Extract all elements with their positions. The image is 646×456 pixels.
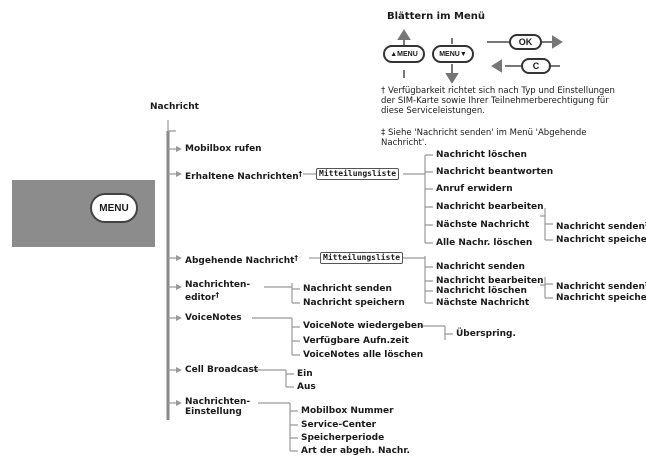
lcd-mitteilungsliste-1: Mitteilungsliste bbox=[316, 168, 400, 180]
einst-item: Speicherperiode bbox=[301, 433, 385, 443]
item-editor-2: editor† bbox=[185, 291, 220, 303]
menu-up-key[interactable]: ▲MENU bbox=[383, 45, 425, 63]
item-mobilbox: Mobilbox rufen bbox=[185, 144, 262, 154]
item-einst-2: Einstellung bbox=[185, 407, 242, 417]
lcd-mitteilungsliste-2: Mitteilungsliste bbox=[320, 252, 404, 264]
ddagger-note: ‡ Siehe 'Nachricht senden' im Menü 'Abge… bbox=[381, 128, 587, 148]
dagger-note: † Verfügbarkeit richtet sich nach Typ un… bbox=[381, 86, 615, 116]
bearbeiten-1-item: Nachricht senden‡ bbox=[556, 220, 646, 232]
item-einst-1: Nachrichten- bbox=[185, 397, 251, 407]
abgehende-item: Nachricht löschen bbox=[436, 286, 527, 296]
voicenotes-item: VoiceNote wiedergeben bbox=[303, 321, 424, 331]
item-editor-1: Nachrichten- bbox=[185, 280, 251, 290]
item-voicenotes: VoiceNotes bbox=[185, 313, 242, 323]
abgehende-item: Nachricht bearbeiten bbox=[436, 276, 544, 286]
menu-key[interactable]: MENU bbox=[90, 193, 138, 223]
item-erhaltene: Erhaltene Nachrichten† bbox=[185, 170, 303, 182]
voicenote-sub-item: Überspring. bbox=[456, 329, 516, 339]
legend-title: Blättern im Menü bbox=[387, 11, 485, 22]
voicenotes-item: Verfügbare Aufn.zeit bbox=[303, 336, 409, 346]
editor-item: Nachricht senden bbox=[303, 284, 392, 294]
erhaltene-item: Alle Nachr. löschen bbox=[436, 238, 533, 248]
erhaltene-item: Nachricht löschen bbox=[436, 150, 527, 160]
root-title: Nachricht bbox=[150, 102, 199, 112]
erhaltene-item: Nachricht beantworten bbox=[436, 167, 554, 177]
ok-key[interactable]: OK bbox=[509, 34, 542, 50]
erhaltene-item: Nachricht bearbeiten bbox=[436, 202, 544, 212]
item-cell: Cell Broadcast bbox=[185, 365, 259, 375]
einst-item: Mobilbox Nummer bbox=[301, 406, 394, 416]
cell-item: Aus bbox=[297, 382, 316, 392]
bearbeiten-2-item: Nachricht senden‡ bbox=[556, 280, 646, 292]
bearbeiten-2-item: Nachricht speichern bbox=[556, 293, 646, 303]
abgehende-item: Nachricht senden bbox=[436, 262, 525, 272]
editor-item: Nachricht speichern bbox=[303, 298, 405, 308]
item-abgehende: Abgehende Nachricht† bbox=[185, 254, 298, 266]
menu-down-key[interactable]: MENU▼ bbox=[432, 45, 474, 63]
voicenotes-item: VoiceNotes alle löschen bbox=[303, 350, 424, 360]
abgehende-item: Nächste Nachricht bbox=[436, 298, 530, 308]
bearbeiten-1-item: Nachricht speichern bbox=[556, 235, 646, 245]
einst-item: Service-Center bbox=[301, 420, 377, 430]
erhaltene-item: Nächste Nachricht bbox=[436, 220, 530, 230]
erhaltene-item: Anruf erwidern bbox=[436, 184, 513, 194]
cell-item: Ein bbox=[297, 369, 313, 379]
einst-item: Art der abgeh. Nachr. bbox=[301, 446, 410, 456]
c-key[interactable]: C bbox=[521, 58, 551, 74]
